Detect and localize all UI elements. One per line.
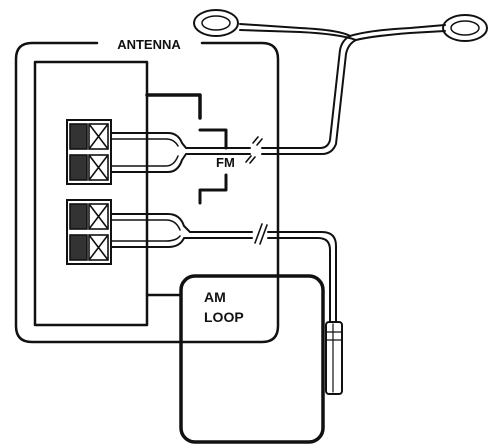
am-cable — [267, 231, 337, 323]
fm-ring-left-hole — [201, 15, 231, 31]
fm-dipole-left-arm — [239, 23, 357, 41]
fm-break-lower — [245, 155, 256, 164]
terminal-fm-2-cross — [88, 154, 109, 181]
fm-label: FM — [216, 155, 235, 170]
terminal-am-2-base — [69, 234, 88, 261]
terminal-fm-2-base — [69, 154, 88, 181]
am-plug — [325, 321, 343, 395]
am-wire-inner — [111, 219, 181, 242]
am-loop-antenna — [179, 274, 325, 444]
terminal-am-1-cross — [88, 203, 109, 230]
am-plug-ridges — [325, 331, 343, 341]
bracket-fm-right — [198, 128, 228, 150]
fm-wire-inner — [111, 138, 179, 167]
fm-ring-right — [442, 14, 488, 42]
fm-wire-outer — [111, 132, 251, 173]
fm-dipole-right-arm — [349, 24, 446, 41]
terminal-am-1-base — [69, 203, 88, 230]
am-loop-label-line1: AM — [204, 289, 226, 305]
terminal-fm-1-cross — [88, 123, 109, 150]
fm-ring-left — [193, 9, 239, 37]
am-break — [254, 223, 268, 245]
terminal-fm-1-base — [69, 123, 88, 150]
am-loop-label-line2: LOOP — [204, 309, 244, 325]
terminal-am-2-cross — [88, 234, 109, 261]
fm-break-upper — [252, 136, 263, 146]
fm-ring-right-hole — [450, 20, 480, 36]
bracket-fm-lower — [198, 173, 228, 205]
fm-cable — [261, 35, 357, 155]
inner-panel — [33, 60, 149, 327]
antenna-label: ANTENNA — [117, 37, 181, 52]
bracket-upper — [145, 93, 202, 120]
outer-panel-outline — [14, 41, 280, 344]
am-wire-outer — [111, 213, 253, 248]
